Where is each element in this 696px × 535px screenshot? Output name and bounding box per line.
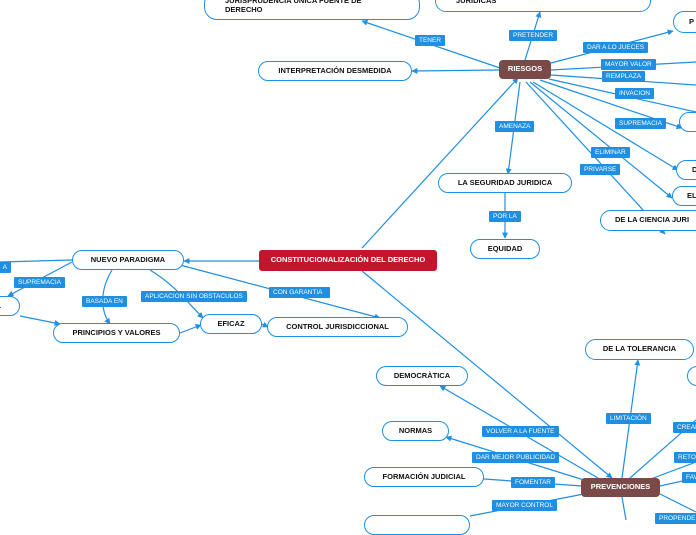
tag-aplicacion-sin-obstaculos: APLICACION SIN OBSTACULOS [141,291,247,302]
edge-l-principios [19,315,61,326]
formacion-judicial-node[interactable]: FORMACIÓN JUDICIAL [364,467,484,487]
equidad-node[interactable]: EQUIDAD [470,239,540,259]
edge-prev-down [621,496,627,520]
tag-remplaza: REMPLAZA [602,71,646,82]
jurisprudencia-node[interactable]: JURISPRUDENCIA ÚNICA FUENTE DE DERECHO [204,0,420,20]
eficaz-node[interactable]: EFICAZ [200,314,262,334]
riesgos-node[interactable]: RIESGOS [499,60,551,79]
tag-dar-mejor-publicidad: DAR MEJOR PUBLICIDAD [472,452,560,463]
ciencia-juridica-node[interactable]: DE LA CIENCIA JURI [600,210,696,231]
nuevo-paradigma-node[interactable]: NUEVO PARADIGMA [72,250,184,270]
tag-supremacia-paradigma: SUPREMACIA [14,277,65,288]
tag-mayor-control: MAYOR CONTROL [492,500,557,511]
edge-riesgos-ciencia [525,81,666,235]
tag-con-garantia: CON GARANTIA [269,287,330,298]
juridicas-node[interactable]: JURÍDICAS [435,0,651,12]
interpretacion-node[interactable]: INTERPRETACIÓN DESMEDIDA [258,61,412,81]
tag-tener: TENER [415,35,446,46]
tag-propender: PROPENDER [655,513,696,524]
edge-prev-propender [659,493,696,513]
normas-node[interactable]: NORMAS [382,421,449,441]
prevenciones-node[interactable]: PREVENCIONES [581,478,660,497]
tag-por-la: POR LA [489,211,521,222]
tag-fav: FAV [682,472,696,483]
tag-amenaza: AMENAZA [495,121,535,132]
tag-dar-a-lo-jueces: DAR A LO JUECES [583,42,649,53]
tag-a: A [0,262,11,273]
central-topic-node[interactable]: CONSTITUCIONALIZACIÓN DEL DERECHO [259,250,437,271]
seguridad-juridica-node[interactable]: LA SEGURIDAD JURIDICA [438,173,572,193]
edge-riesgos-el [529,81,673,199]
tolerancia-node[interactable]: DE LA TOLERANCIA [585,339,694,360]
tag-basada-en: BASADA EN [82,296,127,307]
tag-volver-a-la-fuente: VOLVER A LA FUENTE [482,426,559,437]
principios-valores-node[interactable]: PRINCIPIOS Y VALORES [53,323,180,343]
tag-pretender: PRETENDER [509,30,558,41]
edge-paradigma-a [0,259,73,263]
tag-invacion: INVACION [615,88,654,99]
tag-fomentar: FOMENTAR [511,477,555,488]
edge-principios-eficaz [179,324,202,334]
tag-privarse: PRIVARSE [580,164,621,175]
tag-supremacia-riesgos: SUPREMACIA [615,118,666,129]
tag-retor: RETOR [674,452,696,463]
p-node[interactable]: P [673,11,696,33]
partial-node-3[interactable] [364,515,470,535]
l-node[interactable]: L [0,296,20,316]
democratica-node[interactable]: DEMOCRÀTICA [376,366,468,386]
edge-riesgos-d [532,81,679,171]
partial-node-1[interactable] [679,112,696,132]
edge-riesgos-interpretacion [411,67,500,74]
edge-central-prevenciones [361,270,613,479]
tag-limitacion: LIMITACIÓN [606,413,651,424]
edge-central-riesgos [361,77,519,249]
edge-prev-reto [647,461,696,481]
tag-eliminar: ELIMINAR [591,147,630,158]
d-node[interactable]: D [676,160,696,180]
control-jurisdiccional-node[interactable]: CONTROL JURISDICCIONAL [267,317,408,337]
el-node[interactable]: EL [672,186,696,206]
tag-mayor-valor: MAYOR VALOR [601,59,656,70]
